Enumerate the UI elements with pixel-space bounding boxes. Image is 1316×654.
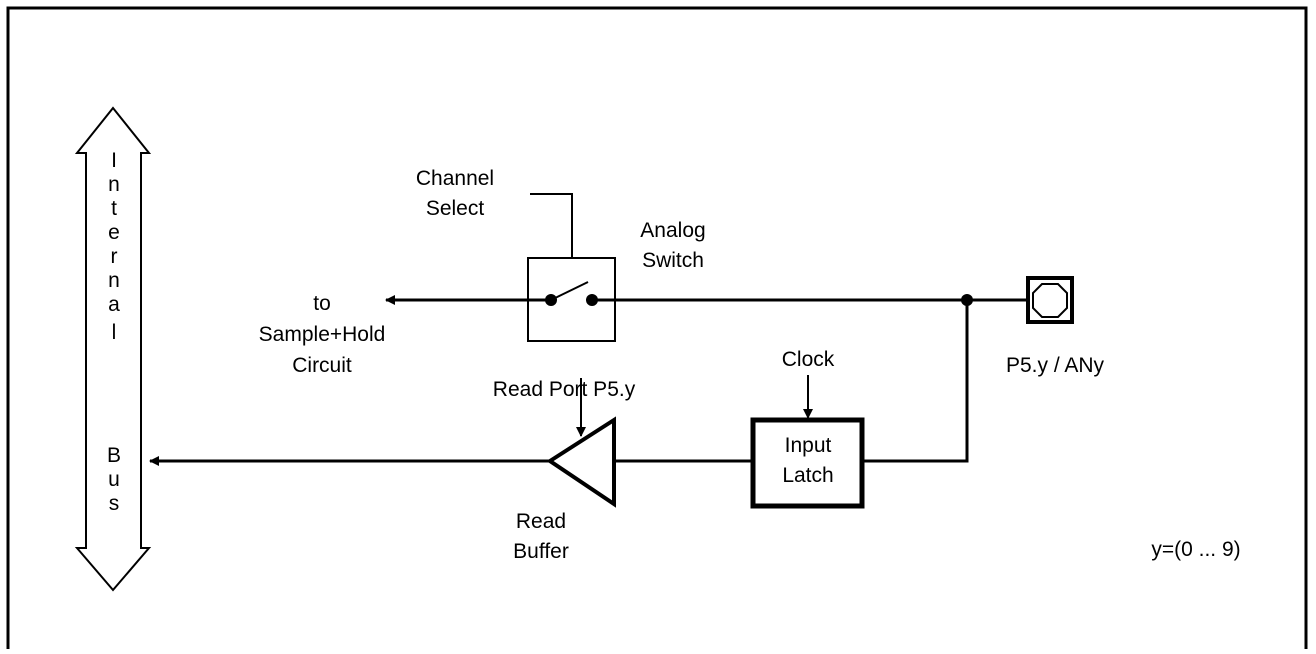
range-label: y=(0 ... 9) [1151,538,1240,561]
read-buffer-label: Buffer [513,540,569,563]
pin-pad-octagon [1032,283,1068,318]
bus-letter: n [108,269,120,292]
sample-hold-label: to [313,292,331,315]
sample-hold-label: Circuit [292,354,352,377]
clock-label: Clock [782,348,835,371]
read-buffer [546,416,616,508]
channel-select-label: Channel [416,167,494,190]
bus-letter: t [111,197,117,220]
bus-label: I n t e r n a l B u s [107,149,121,515]
input-latch-label: Latch [782,464,833,487]
bus-letter: l [112,321,117,344]
channel-select-label: Select [426,197,485,220]
latch-input-line [862,300,969,463]
bus-letter: n [108,173,120,196]
channel-select-line [530,193,573,258]
bus-letter: B [107,444,121,467]
pin-label: P5.y / ANy [1006,354,1105,377]
input-latch-box [750,417,865,509]
analog-switch-label: Switch [642,249,704,272]
bus-letter: u [108,468,120,491]
bus-letter: I [111,149,117,172]
bus-letter: s [109,492,120,515]
analog-switch-label: Analog [640,219,705,242]
read-port-label: Read Port P5.y [493,378,636,401]
read-buffer-label: Read [516,510,566,533]
bus-letter: a [108,293,120,316]
input-latch-label: Input [785,434,832,457]
sample-hold-label: Sample+Hold [259,323,386,346]
switch-blade [550,281,589,301]
bus-letter: e [108,221,120,244]
bus-letter: r [111,245,118,268]
outer-frame [6,6,1308,654]
